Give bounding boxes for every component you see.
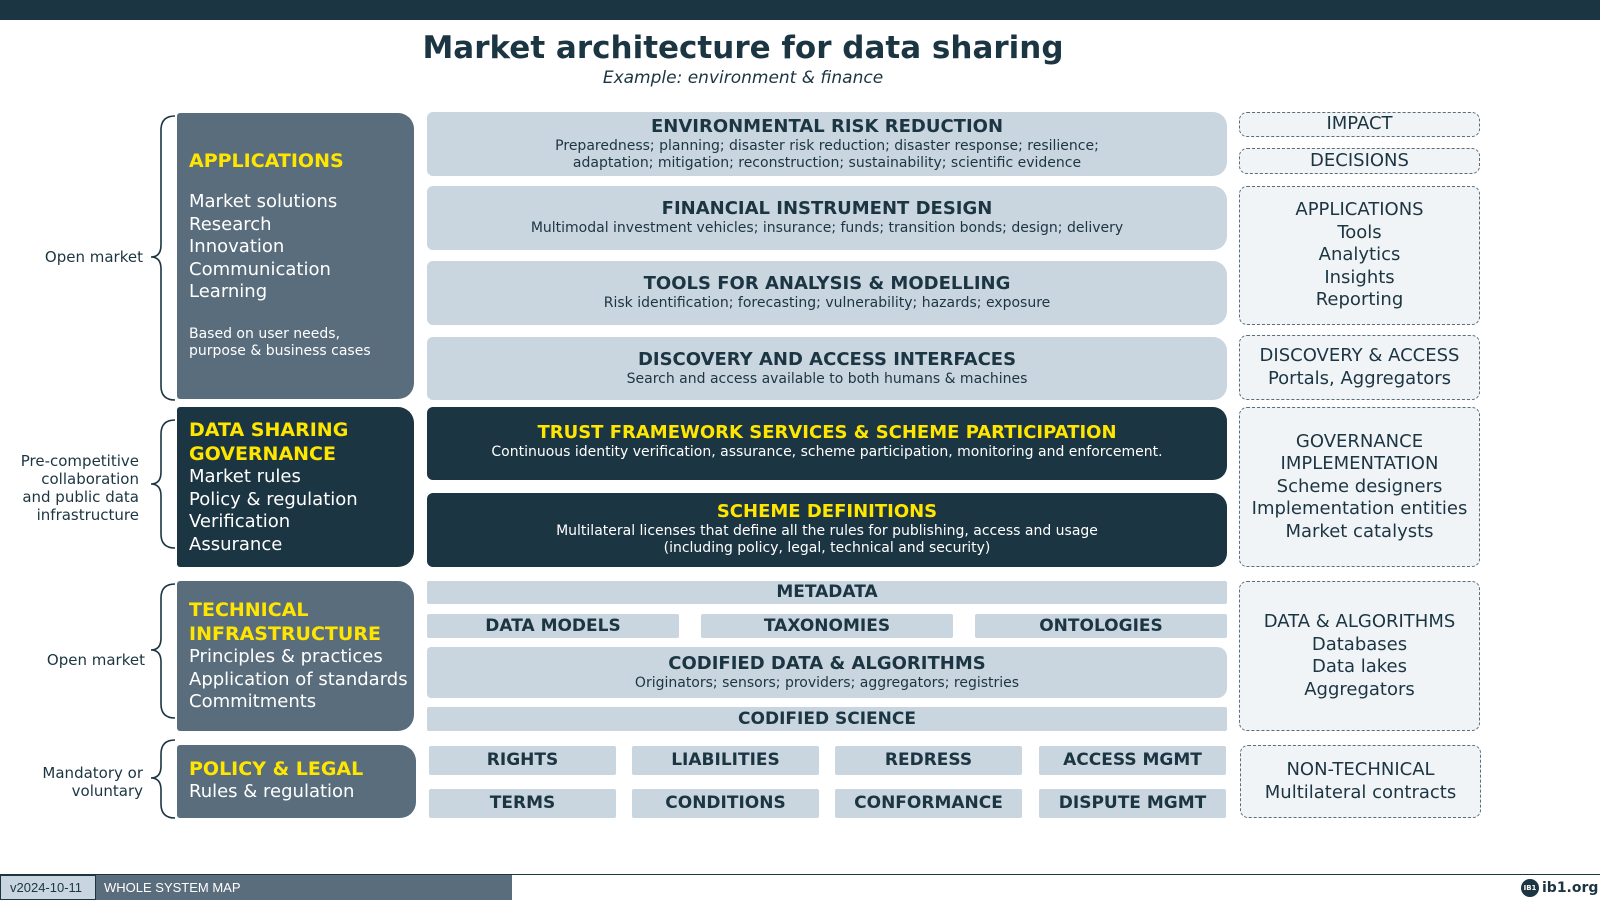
block-governance: DATA SHARING GOVERNANCE Market rules Pol…: [177, 407, 414, 567]
box-scheme-definitions: SCHEME DEFINITIONS Multilateral licenses…: [427, 493, 1227, 567]
chip-rights: RIGHTS: [429, 746, 616, 775]
chip-conformance: CONFORMANCE: [835, 789, 1022, 818]
right-box-governance: GOVERNANCE IMPLEMENTATION Scheme designe…: [1239, 407, 1480, 567]
chip-metadata: METADATA: [427, 581, 1227, 604]
right-box-impact: IMPACT: [1239, 112, 1480, 137]
chip-redress: REDRESS: [835, 746, 1022, 775]
block-policy-heading: POLICY & LEGAL: [189, 758, 364, 780]
side-label-governance: Pre-competitive collaboration and public…: [20, 452, 139, 524]
brace-policy: [150, 739, 176, 819]
right-box-discovery: DISCOVERY & ACCESS Portals, Aggregators: [1239, 335, 1480, 400]
side-label-technical: Open market: [46, 651, 145, 669]
ib1-logo[interactable]: IB1 ib1.org: [1521, 878, 1598, 898]
block-technical-items: Principles & practices Application of st…: [189, 646, 408, 712]
block-technical: TECHNICAL INFRASTRUCTURE Principles & pr…: [177, 581, 414, 731]
brace-technical: [150, 583, 176, 719]
chip-liabilities: LIABILITIES: [632, 746, 819, 775]
block-applications-note: Based on user needs, purpose & business …: [189, 325, 371, 359]
chip-access-mgmt: ACCESS MGMT: [1039, 746, 1226, 775]
block-applications: APPLICATIONS Market solutions Research I…: [177, 113, 414, 399]
ib1-logo-text: ib1.org: [1542, 880, 1599, 896]
block-technical-heading: TECHNICAL INFRASTRUCTURE: [189, 599, 381, 645]
braces: [150, 115, 176, 819]
box-tools-analysis: TOOLS FOR ANALYSIS & MODELLING Risk iden…: [427, 261, 1227, 325]
chip-ontologies: ONTOLOGIES: [975, 614, 1227, 638]
map-label: WHOLE SYSTEM MAP: [96, 875, 512, 900]
right-box-applications: APPLICATIONS Tools Analytics Insights Re…: [1239, 186, 1480, 325]
block-applications-heading: APPLICATIONS: [189, 150, 344, 172]
block-policy: POLICY & LEGAL Rules & regulation: [177, 745, 416, 818]
top-bar: [0, 0, 1600, 20]
version-label: v2024-10-11: [0, 875, 96, 900]
chip-conditions: CONDITIONS: [632, 789, 819, 818]
chip-codified-science: CODIFIED SCIENCE: [427, 707, 1227, 731]
block-policy-items: Rules & regulation: [189, 781, 355, 802]
box-trust-framework: TRUST FRAMEWORK SERVICES & SCHEME PARTIC…: [427, 407, 1227, 480]
right-box-data: DATA & ALGORITHMS Databases Data lakes A…: [1239, 581, 1480, 731]
block-governance-items: Market rules Policy & regulation Verific…: [189, 466, 358, 555]
side-label-applications: Open market: [44, 248, 143, 266]
ib1-logo-icon: IB1: [1521, 879, 1539, 897]
right-box-nontechnical: NON-TECHNICAL Multilateral contracts: [1240, 745, 1481, 818]
chip-data-models: DATA MODELS: [427, 614, 679, 638]
brace-governance: [150, 419, 176, 549]
box-codified-data: CODIFIED DATA & ALGORITHMS Originators; …: [427, 647, 1227, 698]
box-environmental-risk: ENVIRONMENTAL RISK REDUCTION Preparednes…: [427, 112, 1227, 176]
block-governance-heading: DATA SHARING GOVERNANCE: [189, 419, 349, 465]
box-discovery-access: DISCOVERY AND ACCESS INTERFACES Search a…: [427, 337, 1227, 400]
right-box-decisions: DECISIONS: [1239, 148, 1480, 174]
chip-taxonomies: TAXONOMIES: [701, 614, 953, 638]
block-applications-items: Market solutions Research Innovation Com…: [189, 191, 338, 302]
page-title: Market architecture for data sharing: [422, 30, 1064, 66]
box-financial-instrument: FINANCIAL INSTRUMENT DESIGN Multimodal i…: [427, 186, 1227, 250]
side-label-policy: Mandatory or voluntary: [42, 764, 143, 800]
chip-dispute-mgmt: DISPUTE MGMT: [1039, 789, 1226, 818]
chip-terms: TERMS: [429, 789, 616, 818]
page-subtitle: Example: environment & finance: [602, 68, 884, 88]
brace-applications: [150, 115, 176, 401]
footer-line: [0, 874, 1600, 875]
